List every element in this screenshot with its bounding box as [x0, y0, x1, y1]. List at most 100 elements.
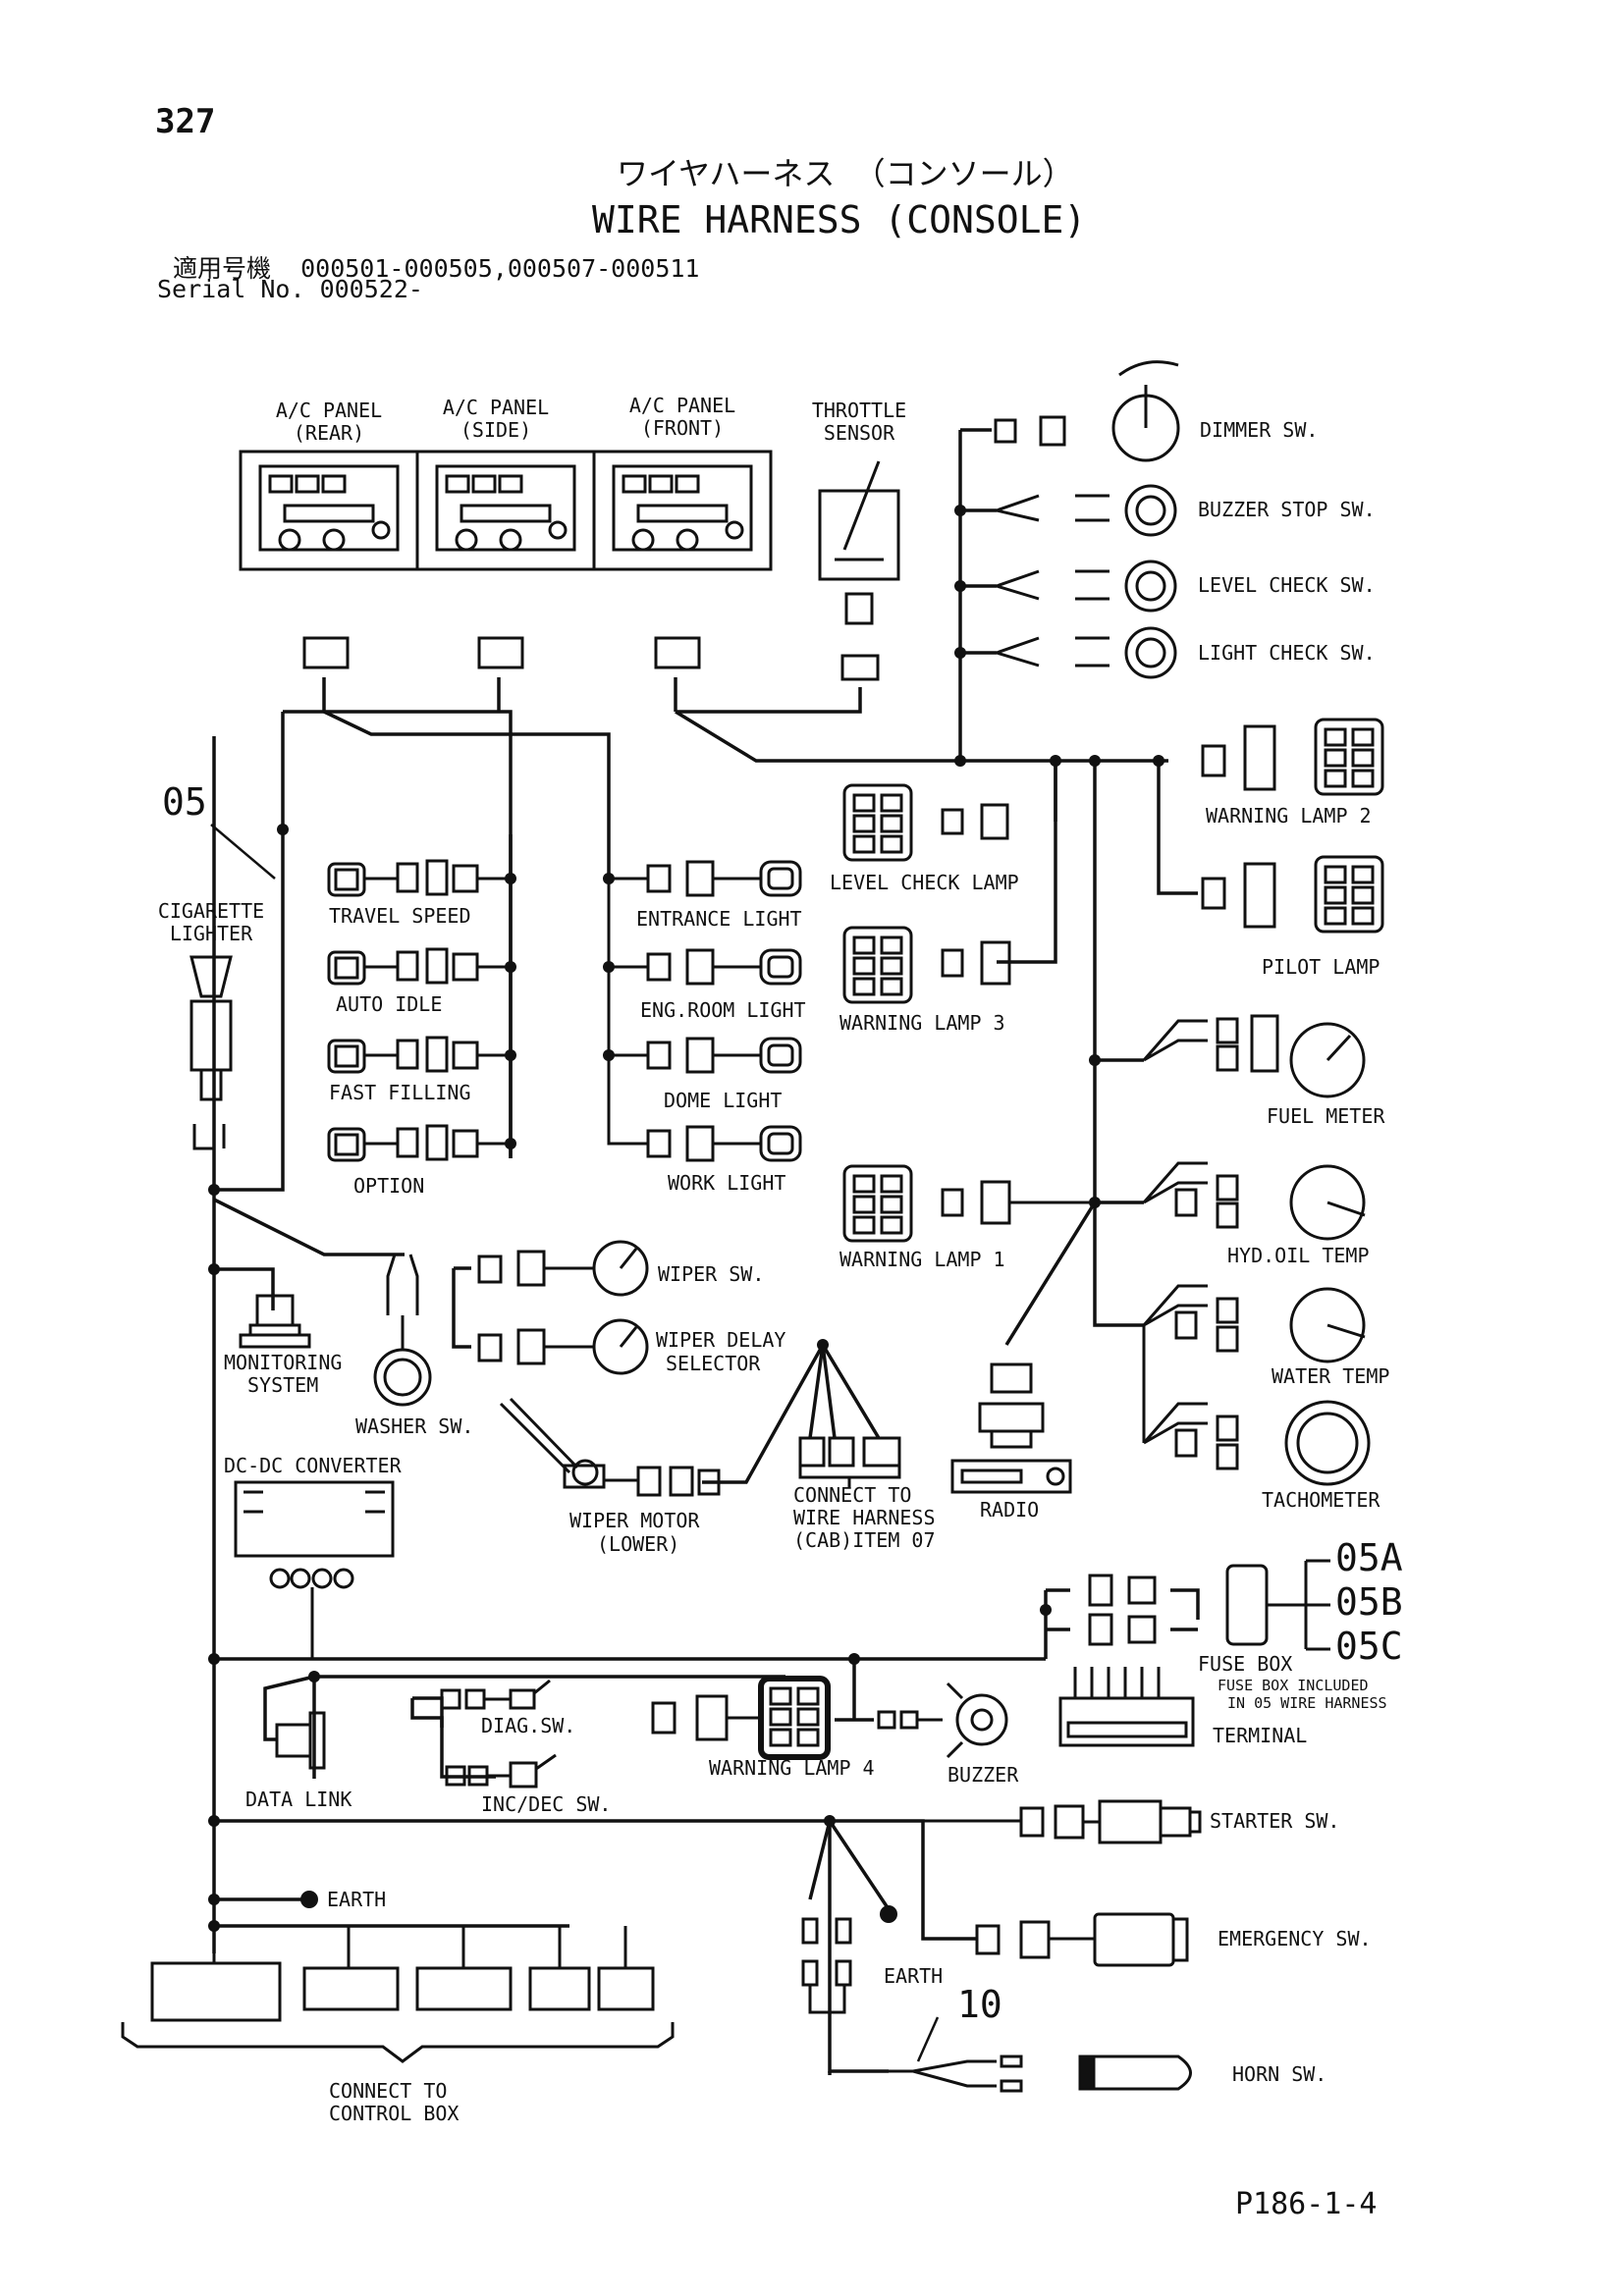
fast-filling-switch [327, 1036, 511, 1074]
label-warning-lamp-3: WARNING LAMP 3 [839, 1011, 1005, 1035]
label-buzzer-stop-sw: BUZZER STOP SW. [1198, 498, 1376, 521]
buzzer [877, 1682, 1008, 1759]
horn-switch [830, 2055, 1192, 2093]
page-code: P186-1-4 [1235, 2187, 1378, 2221]
hyd-oil-temp-gauge [1142, 1161, 1366, 1241]
label-earth-2: EARTH [884, 1964, 943, 1988]
label-wiper-sw: WIPER SW. [658, 1262, 764, 1286]
emergency-switch [975, 1912, 1189, 1967]
tachometer-gauge [1142, 1325, 1371, 1486]
label-monitoring-system-1: MONITORING [224, 1351, 342, 1374]
label-wiper-motor-2: (LOWER) [597, 1532, 679, 1556]
horn-lead-connectors [801, 1917, 852, 2071]
inc-dec-switch [445, 1753, 557, 1789]
serial-number-english: Serial No. 000522- [157, 275, 423, 303]
label-earth-1: EARTH [327, 1888, 386, 1911]
label-ref-05b: 05B [1335, 1580, 1403, 1624]
label-data-link: DATA LINK [245, 1788, 352, 1811]
label-radio: RADIO [980, 1498, 1039, 1522]
earth-symbols [300, 1891, 897, 1923]
wiper-motor [499, 1397, 721, 1497]
title-japanese: ワイヤハーネス （コンソール） [617, 155, 1074, 192]
label-dome-light: DOME LIGHT [664, 1089, 782, 1112]
warning-lamp-4 [651, 1676, 831, 1760]
label-ac-panel-front-2: (FRONT) [641, 416, 724, 440]
label-connect-control-box-1: CONNECT TO [329, 2079, 447, 2103]
label-fuel-meter: FUEL METER [1267, 1104, 1385, 1128]
label-inc-dec-sw: INC/DEC SW. [481, 1792, 611, 1816]
data-link [275, 1711, 326, 1770]
label-emergency-sw: EMERGENCY SW. [1218, 1927, 1372, 1950]
ac-panel-connectors [302, 636, 701, 669]
label-ac-panel-side-2: (SIDE) [460, 418, 531, 442]
label-option: OPTION [353, 1174, 424, 1198]
wiper-delay-selector [477, 1318, 649, 1375]
cab-harness-connectors [798, 1436, 901, 1487]
label-wiper-motor-1: WIPER MOTOR [569, 1509, 700, 1532]
label-monitoring-system-2: SYSTEM [247, 1373, 318, 1397]
harness-wires [212, 428, 1200, 2075]
throttle-sensor [818, 460, 900, 681]
level-check-switch [996, 560, 1177, 613]
label-fuse-box-note-2: IN 05 WIRE HARNESS [1227, 1694, 1387, 1712]
label-travel-speed: TRAVEL SPEED [329, 904, 471, 928]
terminal-block [1058, 1667, 1195, 1747]
label-ac-panel-side-1: A/C PANEL [443, 396, 549, 419]
label-ac-panel-rear-1: A/C PANEL [276, 399, 382, 422]
auto-idle-switch [327, 947, 511, 986]
ac-panel-rear [239, 450, 419, 571]
label-warning-lamp-2: WARNING LAMP 2 [1206, 804, 1372, 828]
ac-panel-side [415, 450, 596, 571]
label-pilot-lamp: PILOT LAMP [1262, 955, 1380, 979]
water-temp-gauge [1142, 1284, 1366, 1363]
entrance-light [609, 860, 802, 897]
label-connect-wire-harness-3: (CAB)ITEM 07 [793, 1528, 936, 1552]
label-ref-05a: 05A [1335, 1536, 1403, 1579]
label-connect-wire-harness-2: WIRE HARNESS [793, 1506, 936, 1529]
label-washer-sw: WASHER SW. [355, 1415, 473, 1438]
label-water-temp: WATER TEMP [1272, 1364, 1389, 1388]
warning-lamp-3 [842, 926, 1011, 1004]
label-tachometer: TACHOMETER [1262, 1488, 1380, 1512]
label-fast-filling: FAST FILLING [329, 1081, 471, 1104]
page-number: 327 [155, 102, 216, 141]
title-english: WIRE HARNESS (CONSOLE) [592, 198, 1087, 241]
label-dimmer-sw: DIMMER SW. [1200, 418, 1318, 442]
label-light-check-sw: LIGHT CHECK SW. [1198, 641, 1376, 665]
label-warning-lamp-1: WARNING LAMP 1 [839, 1248, 1005, 1271]
label-ac-panel-rear-2: (REAR) [294, 421, 364, 445]
label-fuse-box: FUSE BOX [1198, 1652, 1292, 1676]
label-warning-lamp-4: WARNING LAMP 4 [709, 1756, 875, 1780]
splice-nodes [208, 505, 1164, 1932]
label-ref-10: 10 [957, 1983, 1002, 2026]
label-ref-05c: 05C [1335, 1625, 1403, 1668]
eng-room-light [609, 948, 802, 986]
diagram-labels: A/C PANEL (REAR) A/C PANEL (SIDE) A/C PA… [158, 394, 1403, 2125]
control-box-connectors [121, 1926, 675, 2063]
label-throttle-sensor-1: THROTTLE [812, 399, 906, 422]
fuse-box [1088, 1559, 1330, 1651]
label-connect-control-box-2: CONTROL BOX [329, 2102, 459, 2125]
label-fuse-box-note-1: FUSE BOX INCLUDED [1218, 1677, 1369, 1694]
label-work-light: WORK LIGHT [668, 1171, 785, 1195]
warning-lamp-1 [842, 1164, 1095, 1243]
travel-speed-switch [327, 859, 511, 897]
dc-dc-converter [234, 1480, 395, 1659]
ac-panel-front [592, 450, 773, 571]
serial-range-japanese: 適用号機 000501-000505,000507-000511 [173, 254, 700, 283]
label-wiper-delay-selector-2: SELECTOR [666, 1352, 761, 1375]
label-throttle-sensor-2: SENSOR [824, 421, 895, 445]
label-level-check-lamp: LEVEL CHECK LAMP [830, 871, 1019, 894]
label-ref-05: 05 [162, 780, 207, 824]
label-entrance-light: ENTRANCE LIGHT [636, 907, 802, 931]
dimmer-switch [994, 360, 1180, 462]
label-diag-sw: DIAG.SW. [481, 1714, 575, 1737]
label-connect-wire-harness-1: CONNECT TO [793, 1483, 911, 1507]
diag-switch [440, 1679, 551, 1710]
label-dc-dc-converter: DC-DC CONVERTER [224, 1454, 403, 1477]
work-light [607, 879, 802, 1162]
wiper-switch [477, 1240, 649, 1297]
cigarette-lighter [189, 955, 233, 1150]
